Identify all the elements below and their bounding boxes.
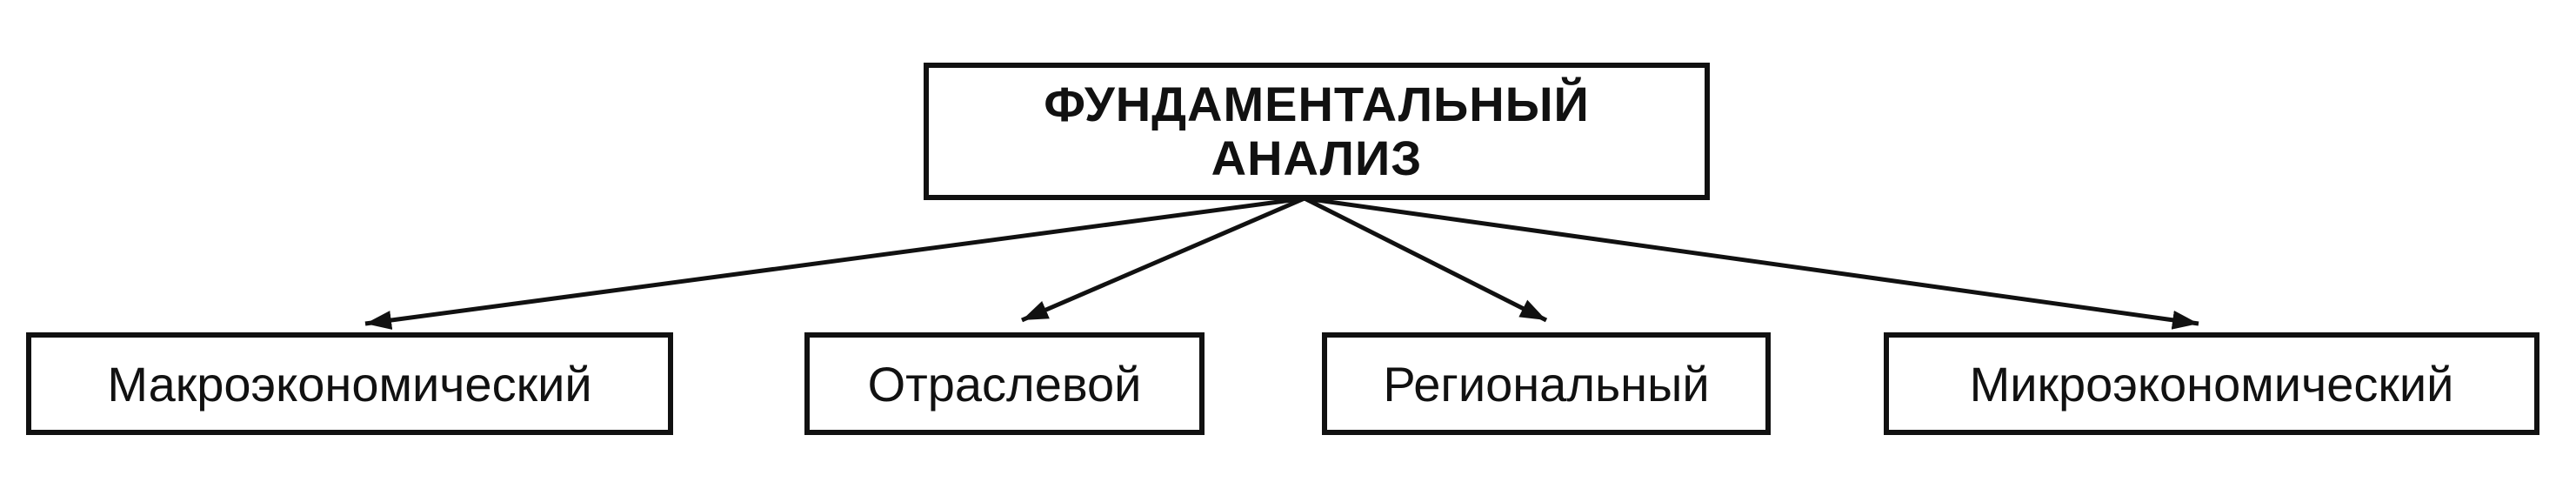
child-node-sectoral: Отраслевой bbox=[804, 332, 1205, 435]
child-node-label: Макроэкономический bbox=[107, 356, 592, 412]
arrow-to-microeconomic bbox=[1304, 196, 2199, 330]
arrow-to-macroeconomic bbox=[364, 196, 1305, 330]
child-node-label: Региональный bbox=[1383, 356, 1710, 412]
arrow-to-regional bbox=[1303, 196, 1548, 323]
root-node-title-line2: АНАЛИЗ bbox=[1211, 131, 1423, 185]
connectors bbox=[364, 196, 2199, 330]
child-node-label: Микроэкономический bbox=[1969, 356, 2454, 412]
arrow-to-sectoral bbox=[1021, 196, 1305, 323]
child-node-microeconomic: Микроэкономический bbox=[1884, 332, 2539, 435]
root-node-title-line1: ФУНДАМЕНТАЛЬНЫЙ bbox=[1044, 77, 1590, 131]
root-node-fundamental-analysis: ФУНДАМЕНТАЛЬНЫЙ АНАЛИЗ bbox=[924, 63, 1710, 200]
child-node-regional: Региональный bbox=[1322, 332, 1771, 435]
child-node-label: Отраслевой bbox=[867, 356, 1142, 412]
child-node-macroeconomic: Макроэкономический bbox=[26, 332, 673, 435]
